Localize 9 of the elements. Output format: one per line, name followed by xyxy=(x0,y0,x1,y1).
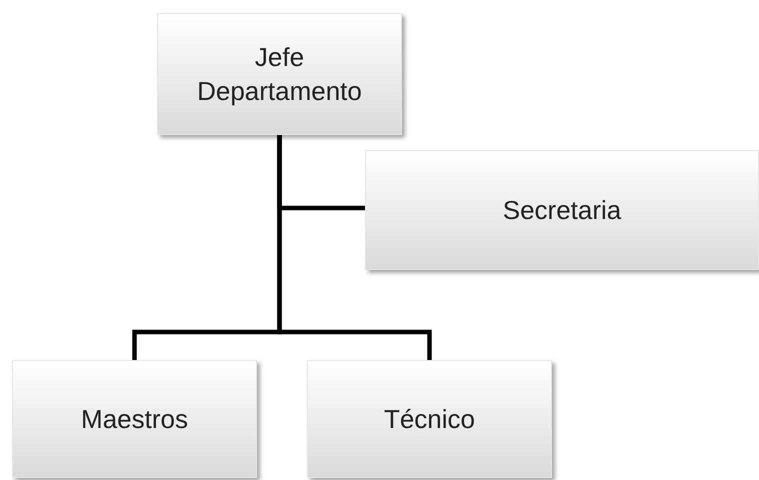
org-box xyxy=(157,13,402,135)
box-label: Secretaria xyxy=(502,194,622,227)
org-box xyxy=(12,360,257,478)
box-label: Técnico xyxy=(384,403,476,436)
org-box xyxy=(365,150,759,270)
box-label: Maestros xyxy=(81,403,188,436)
org-box xyxy=(307,360,552,478)
connector-line xyxy=(277,135,432,360)
box-label: Jefe Departamento xyxy=(196,41,363,108)
